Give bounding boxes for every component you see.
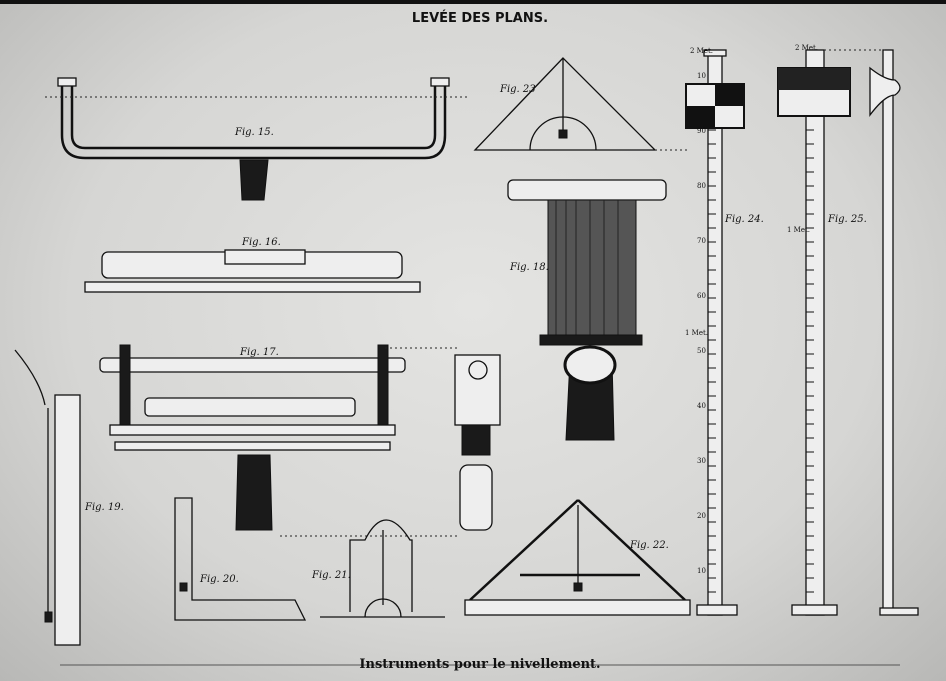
staff24-mid-label: 1 Met. [685,329,708,337]
fig25-sliding-staff: 2 Met. 1 Met. Fig. 25. [777,44,919,616]
staff24-tick-label: 60 [697,292,706,300]
fig25-label: Fig. 25. [827,214,867,225]
fig20-label: Fig. 20. [199,574,239,585]
staff24-tick-label: 80 [697,182,706,190]
fig18-label: Fig. 18. [509,262,549,273]
fig21-label: Fig. 21. [311,570,351,581]
staff-graduations: 10 90 80 70 60 50 40 30 20 10 [697,72,814,593]
fig24-label: Fig. 24. [724,214,764,225]
fig20-level-square: Fig. 20. [174,497,307,621]
staff24-top-label: 2 Met. [690,47,713,55]
staff24-tick-label: 70 [697,237,706,245]
staff24-tick-label: 30 [697,457,706,465]
fig17-label: Fig. 17. [239,347,279,358]
fig24-levelling-staff: 2 Met. 1 Met. Fig. 24. [685,47,764,616]
staff24-tick-label: 50 [697,347,706,355]
fig23-set-square: Fig. 23 [473,57,690,151]
staff25-top-label: 2 Met. [795,44,818,52]
staff24-tick-label: 40 [697,402,706,410]
fig21-arched-level: Fig. 21. [311,519,445,618]
fig17-telescope-level: Fig. 17. [99,344,460,531]
staff24-tick-label: 90 [697,127,706,135]
sight-vane [280,354,501,537]
fig16-label: Fig. 16. [241,237,281,248]
fig18-reflecting-level: Fig. 18. [507,179,667,441]
staff25-mid-label: 1 Met. [787,226,810,234]
fig15-water-level: Fig. 15. [45,77,470,201]
plate-caption: Instruments pour le nivellement. [359,657,600,672]
staff24-tick-label: 10 [697,72,706,80]
fig16-spirit-level: Fig. 16. [84,237,421,293]
staff24-tick-label: 20 [697,512,706,520]
staff24-tick-label: 10 [697,567,706,575]
fig15-label: Fig. 15. [234,127,274,138]
fig22-a-frame-level: Fig. 22. [464,499,691,616]
fig23-label: Fig. 23 [499,84,536,95]
plate-title: LEVÉE DES PLANS. [412,10,548,26]
fig19-label: Fig. 19. [84,502,124,513]
fig19-plumb-staff: Fig. 19. [14,349,124,646]
fig22-label: Fig. 22. [629,540,669,551]
